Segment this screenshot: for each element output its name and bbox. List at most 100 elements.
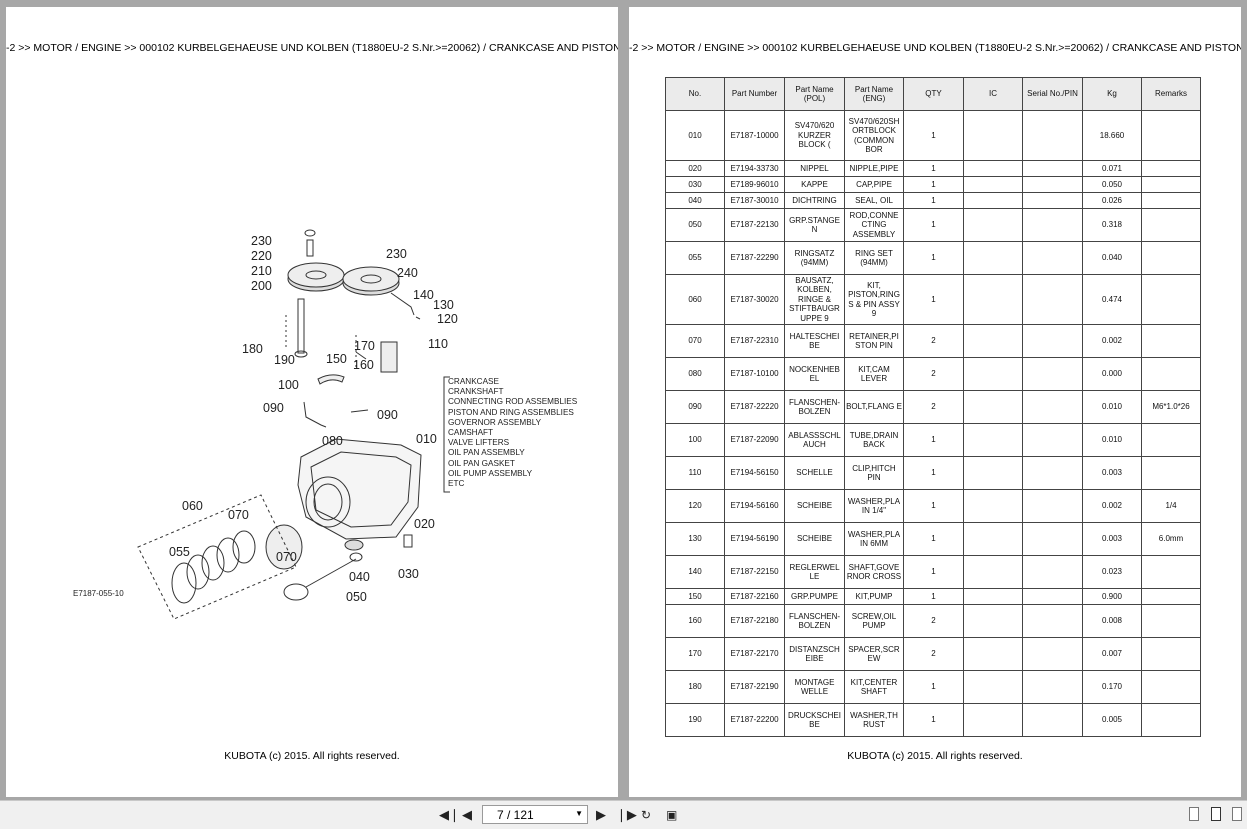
- table-cell: E7187-22290: [724, 241, 785, 275]
- table-cell: 1: [903, 522, 964, 556]
- table-cell: TUBE,DRAIN BACK: [844, 423, 904, 457]
- table-cell: E7187-10000: [724, 110, 785, 161]
- table-cell: NIPPLE,PIPE: [844, 160, 904, 177]
- table-cell: E7187-22150: [724, 555, 785, 589]
- table-cell: DISTANZSCH EIBE: [784, 637, 845, 671]
- table-cell: [1141, 192, 1201, 209]
- assembly-list-item: OIL PUMP ASSEMBLY: [448, 468, 533, 478]
- table-cell: 0.002: [1082, 489, 1142, 523]
- table-cell: E7187-22190: [724, 670, 785, 704]
- table-cell: [1141, 555, 1201, 589]
- table-cell: [963, 423, 1023, 457]
- table-header-row: No. Part Number Part Name (POL) Part Nam…: [665, 77, 1201, 111]
- table-cell: 0.170: [1082, 670, 1142, 704]
- table-cell: DRUCKSCHEI BE: [784, 703, 845, 737]
- table-cell: 0.071: [1082, 160, 1142, 177]
- table-cell: SCHEIBE: [784, 522, 845, 556]
- callout-label: 080: [322, 434, 343, 448]
- table-cell: 160: [665, 604, 725, 638]
- rotate-icon[interactable]: ↻: [641, 808, 652, 822]
- table-cell: GRP.PUMPE: [784, 588, 845, 605]
- first-page-icon[interactable]: ◀❘: [439, 807, 460, 822]
- table-cell: MONTAGE WELLE: [784, 670, 845, 704]
- prev-page-icon[interactable]: ◀: [462, 807, 472, 822]
- single-page-icon[interactable]: [1189, 807, 1199, 821]
- table-cell: E7194-56190: [724, 522, 785, 556]
- table-cell: 040: [665, 192, 725, 209]
- table-cell: KIT,CENTER SHAFT: [844, 670, 904, 704]
- copyright-footer: KUBOTA (c) 2015. All rights reserved.: [224, 750, 400, 762]
- table-cell: ABLASSSCHL AUCH: [784, 423, 845, 457]
- table-cell: [1022, 522, 1083, 556]
- table-cell: [1022, 604, 1083, 638]
- table-cell: WASHER,PLA IN 1/4": [844, 489, 904, 523]
- table-cell: 0.040: [1082, 241, 1142, 275]
- callout-label: 060: [182, 499, 203, 513]
- column-header: Part Number: [724, 77, 785, 111]
- table-cell: 0.000: [1082, 357, 1142, 391]
- table-cell: [1022, 670, 1083, 704]
- table-cell: E7194-56150: [724, 456, 785, 490]
- last-page-icon[interactable]: ❘▶: [616, 807, 637, 822]
- column-header: Serial No./PIN: [1022, 77, 1083, 111]
- table-cell: [963, 522, 1023, 556]
- callout-label: 170: [354, 339, 375, 353]
- table-cell: [1141, 588, 1201, 605]
- table-cell: SCREW,OIL PUMP: [844, 604, 904, 638]
- exploded-parts-diagram: [137, 229, 450, 620]
- chevron-down-icon[interactable]: ▼: [575, 809, 583, 818]
- table-cell: E7187-30020: [724, 274, 785, 325]
- table-cell: E7187-22130: [724, 208, 785, 242]
- column-header: Part Name (ENG): [844, 77, 904, 111]
- table-cell: [1141, 703, 1201, 737]
- callout-label: 010: [416, 432, 437, 446]
- view-icon[interactable]: ▣: [666, 808, 678, 822]
- table-cell: [963, 110, 1023, 161]
- table-cell: NIPPEL: [784, 160, 845, 177]
- table-cell: [1022, 208, 1083, 242]
- next-page-icon[interactable]: ▶: [596, 807, 606, 822]
- table-cell: 0.900: [1082, 588, 1142, 605]
- table-cell: [963, 357, 1023, 391]
- table-cell: WASHER,PLA IN 6MM: [844, 522, 904, 556]
- table-cell: [1022, 555, 1083, 589]
- table-cell: [1022, 160, 1083, 177]
- callout-label: 050: [346, 590, 367, 604]
- table-cell: 0.008: [1082, 604, 1142, 638]
- table-cell: 060: [665, 274, 725, 325]
- table-cell: E7187-22160: [724, 588, 785, 605]
- table-cell: KIT, PISTON,RING S & PIN ASSY 9: [844, 274, 904, 325]
- double-page-icon[interactable]: [1211, 807, 1221, 821]
- table-cell: [1141, 110, 1201, 161]
- table-cell: 2: [903, 324, 964, 358]
- page-number-field[interactable]: 7 / 121 ▼: [482, 805, 588, 824]
- table-cell: 2: [903, 637, 964, 671]
- table-cell: 030: [665, 176, 725, 193]
- table-cell: [1141, 670, 1201, 704]
- table-cell: CLIP,HITCH PIN: [844, 456, 904, 490]
- table-cell: [1022, 274, 1083, 325]
- assembly-list-item: CAMSHAFT: [448, 428, 494, 438]
- column-header: No.: [665, 77, 725, 111]
- continuous-icon[interactable]: [1232, 807, 1242, 821]
- table-cell: E7187-22170: [724, 637, 785, 671]
- table-cell: RETAINER,PI STON PIN: [844, 324, 904, 358]
- table-cell: 0.005: [1082, 703, 1142, 737]
- table-cell: 120: [665, 489, 725, 523]
- table-cell: [1022, 489, 1083, 523]
- table-cell: 0.023: [1082, 555, 1142, 589]
- table-cell: 1: [903, 423, 964, 457]
- table-cell: 070: [665, 324, 725, 358]
- callout-label: 120: [437, 312, 458, 326]
- table-cell: HALTESCHEI BE: [784, 324, 845, 358]
- table-cell: KIT,PUMP: [844, 588, 904, 605]
- table-cell: 1: [903, 176, 964, 193]
- table-cell: E7187-22180: [724, 604, 785, 638]
- table-cell: [1141, 604, 1201, 638]
- column-header: IC: [963, 77, 1023, 111]
- table-cell: [1141, 160, 1201, 177]
